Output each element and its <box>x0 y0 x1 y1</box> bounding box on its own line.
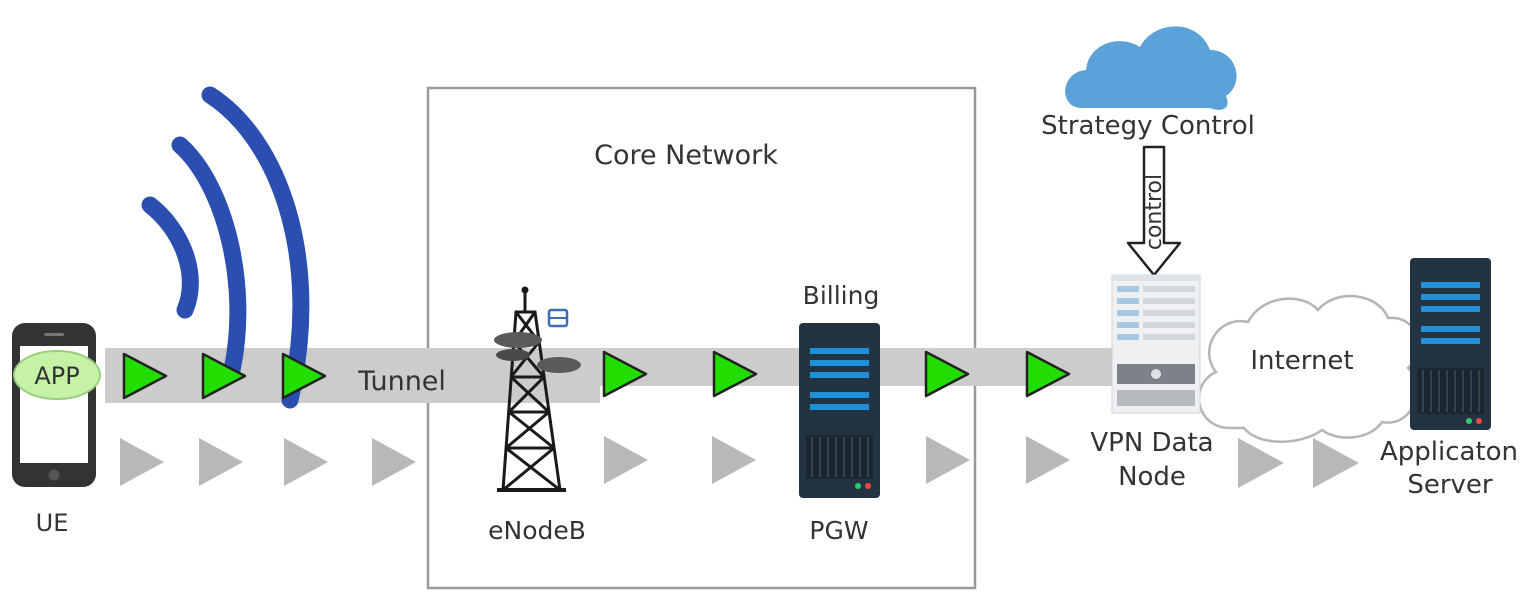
vpn-node-label-line1: VPN Data <box>1090 428 1213 458</box>
enodeb-label: eNodeB <box>488 516 586 545</box>
app-oval <box>13 350 101 400</box>
internet-cloud-icon <box>1197 294 1421 443</box>
application-server-icon <box>1410 258 1491 430</box>
core-network-label: Core Network <box>594 140 778 171</box>
green-arrow <box>281 352 327 400</box>
gray-arrow <box>1238 438 1284 488</box>
ue-label: UE <box>36 509 69 537</box>
control-label: control <box>1142 174 1167 250</box>
tunnel-label: Tunnel <box>357 366 446 397</box>
core-network-box <box>426 86 977 590</box>
green-arrow <box>122 352 168 400</box>
billing-label: Billing <box>803 281 880 310</box>
cloud-icon <box>1065 26 1237 110</box>
green-arrow <box>1025 350 1071 398</box>
green-arrow <box>201 352 247 400</box>
pgw-server-icon <box>799 323 880 498</box>
phone-icon <box>12 323 96 487</box>
gray-arrow <box>926 436 970 484</box>
vpn-server-icon <box>1111 274 1201 414</box>
gray-arrow <box>199 438 243 486</box>
gray-arrows <box>120 436 1359 488</box>
application-server-label-line2: Server <box>1407 470 1493 500</box>
gray-arrow <box>1313 438 1359 488</box>
pgw-label: PGW <box>809 516 868 545</box>
gray-arrow <box>712 436 756 484</box>
strategy-control-label: Strategy Control <box>1041 111 1255 141</box>
internet-label: Internet <box>1250 346 1353 376</box>
gray-arrow <box>372 438 416 486</box>
control-arrow-icon <box>1126 145 1182 277</box>
green-arrows <box>122 350 1071 400</box>
gray-arrow <box>1026 436 1070 484</box>
cell-tower-icon <box>494 286 581 492</box>
application-server-label-line1: Applicaton <box>1380 437 1518 467</box>
green-arrow <box>924 350 970 398</box>
green-arrow <box>712 350 758 398</box>
gray-arrow <box>604 436 648 484</box>
green-arrow <box>602 350 648 398</box>
signal-waves-icon <box>141 86 310 409</box>
gray-arrow <box>284 438 328 486</box>
gray-arrow <box>120 438 164 486</box>
app-label: APP <box>34 362 79 390</box>
vpn-node-label-line2: Node <box>1118 462 1186 492</box>
